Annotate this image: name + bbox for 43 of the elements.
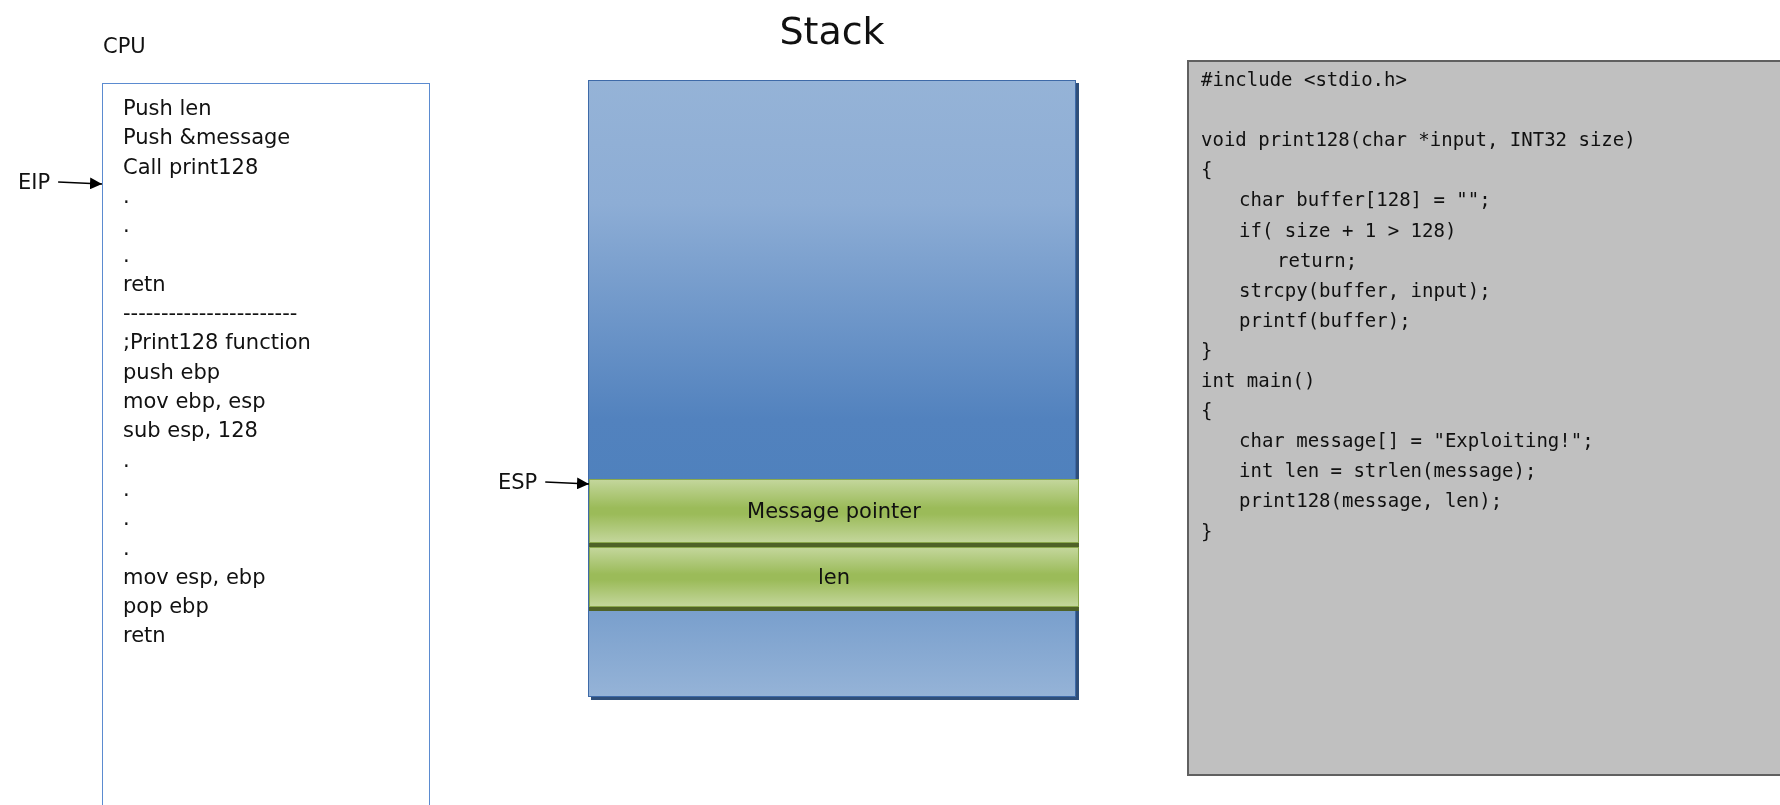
instruction-line: . [123,506,130,531]
instruction-line: . [123,213,130,238]
code-line: { [1201,158,1213,181]
instruction-line: pop ebp [123,594,209,619]
code-line: int main() [1201,369,1316,391]
instruction-line: Push &message [123,125,291,150]
instruction-line: retn [123,271,166,296]
instruction-line: . [123,535,130,560]
instruction-line: Call print128 [123,154,259,179]
code-line: int len = strlen(message); [1239,459,1537,482]
code-line: #include <stdio.h> [1201,68,1407,90]
instruction-line: sub esp, 128 [123,418,258,443]
code-line: void print128(char *input, INT32 size) [1201,128,1636,151]
code-panel [1187,60,1780,776]
code-line: if( size + 1 > 128) [1239,218,1457,241]
instruction-line: . [123,447,130,472]
register-label: EIP [18,170,51,194]
instruction-line: Push len [123,96,212,120]
stack-title: Stack [778,9,886,53]
instruction-line: . [123,183,130,208]
code-line: strcpy(buffer, input); [1239,278,1491,301]
code-line: print128(message, len); [1239,489,1503,512]
instruction-line: retn [123,623,166,648]
instruction-line: push ebp [123,359,221,384]
stack-entry-label: Message pointer [747,499,921,523]
instruction-line: . [123,242,130,267]
code-line: char message[] = "Exploiting!"; [1239,429,1594,452]
instruction-line: mov ebp, esp [123,389,266,413]
instruction-line: ----------------------- [123,301,298,326]
instruction-line: mov esp, ebp [123,564,266,589]
code-line: } [1201,338,1213,361]
stack-entry-label: len [817,565,851,589]
instruction-line: ;Print128 function [123,330,311,355]
arrow [544,477,590,490]
register-label: ESP [498,470,538,494]
arrow [57,177,103,190]
code-line: return; [1277,248,1358,271]
panel-title: CPU [103,34,146,58]
code-line: printf(buffer); [1239,308,1411,331]
code-line: } [1201,519,1213,542]
code-line: { [1201,399,1213,422]
instruction-line: . [123,476,130,501]
code-line: char buffer[128] = ""; [1239,188,1491,211]
